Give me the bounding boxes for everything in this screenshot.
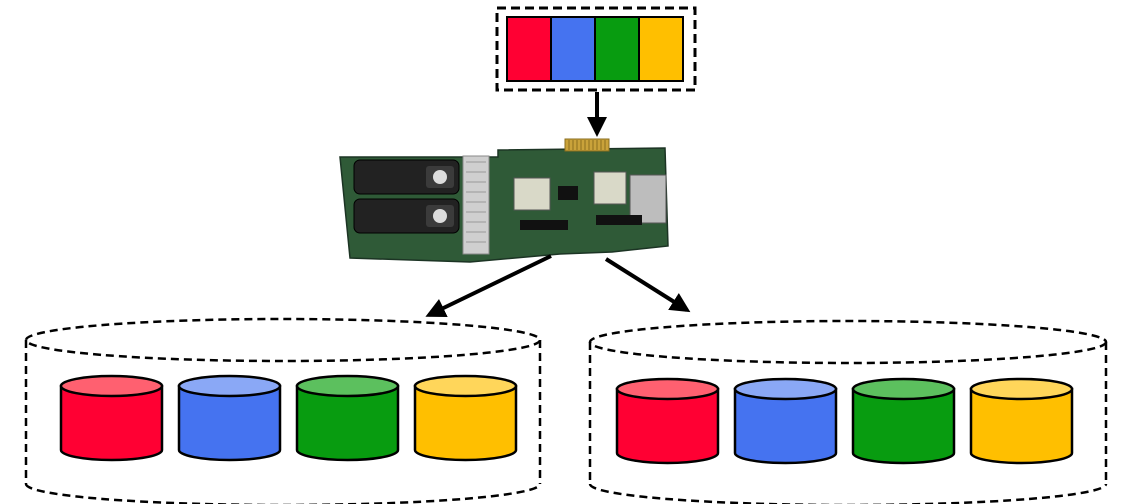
controller-chip-small (558, 186, 578, 200)
memory-slot (520, 220, 568, 230)
arrow-controller-to-left-array (425, 254, 552, 318)
sas-port (629, 174, 667, 224)
disk-green (851, 377, 956, 465)
disk-body (295, 384, 400, 462)
arrow-controller-to-right-array (604, 257, 691, 313)
data-block-segments (506, 16, 684, 82)
controller-chip (513, 177, 551, 211)
disk-top (295, 374, 400, 398)
disk-top (59, 374, 164, 398)
disk-red (59, 374, 164, 462)
disk-top (615, 377, 720, 401)
disk-body (615, 387, 720, 465)
disk-body (177, 384, 282, 462)
controller-chip (593, 171, 627, 205)
disk-array-2 (588, 319, 1108, 504)
disk-top (177, 374, 282, 398)
data-block-dashed-border (495, 6, 697, 92)
pcie-edge-connector (564, 138, 610, 152)
disk-top (733, 377, 838, 401)
raid-controller-card-icon (339, 138, 669, 263)
disk-body (413, 384, 518, 462)
array-cylinder-bottom (588, 483, 1108, 504)
hp-logo-icon (433, 170, 447, 184)
data-block (495, 6, 697, 92)
disk-body (733, 387, 838, 465)
disk-yellow (969, 377, 1074, 465)
disk-yellow (413, 374, 518, 462)
array-cylinder-top (588, 319, 1108, 365)
disk-array-1 (24, 317, 542, 504)
disk-arrays (24, 317, 1108, 504)
data-block-segment-yellow (638, 16, 684, 82)
disk-top (413, 374, 518, 398)
data-block-segment-blue (550, 16, 596, 82)
disk-top (851, 377, 956, 401)
disk-blue (177, 374, 282, 462)
disk-body (969, 387, 1074, 465)
array-cylinder-top (24, 317, 542, 363)
disk-top (969, 377, 1074, 401)
data-block-segment-red (506, 16, 552, 82)
array-cylinder-bottom (24, 483, 542, 504)
disk-green (295, 374, 400, 462)
disk-body (851, 387, 956, 465)
disk-red (615, 377, 720, 465)
data-block-segment-green (594, 16, 640, 82)
disk-blue (733, 377, 838, 465)
controller-heatsink (462, 155, 490, 255)
memory-slot (596, 215, 642, 225)
disk-body (59, 384, 164, 462)
hp-logo-icon (433, 209, 447, 223)
